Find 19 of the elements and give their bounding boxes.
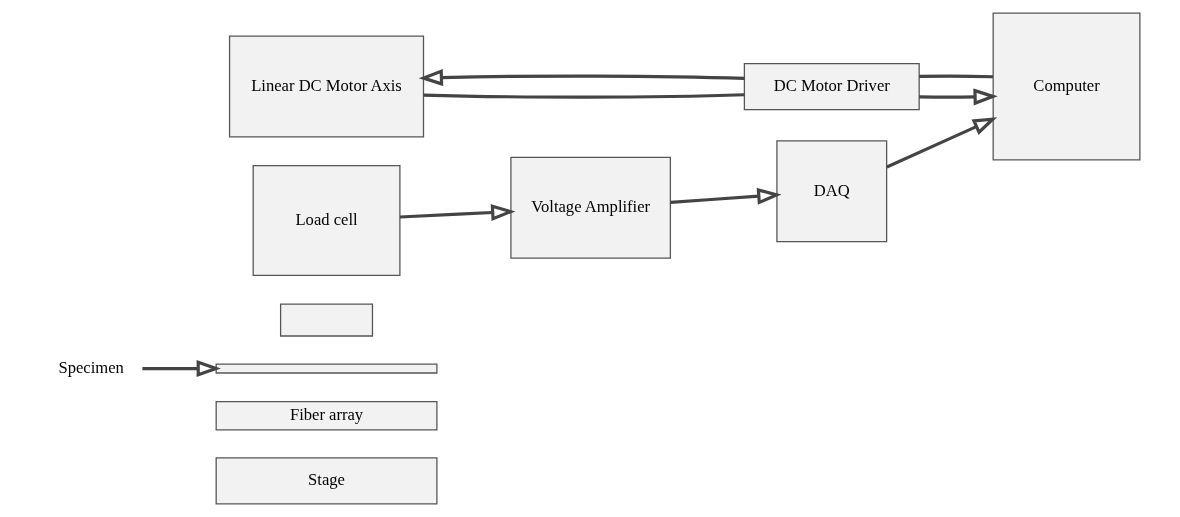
connector [423, 93, 745, 99]
arrow [919, 88, 998, 106]
arrow [418, 69, 745, 87]
node-text: Specimen [58, 357, 124, 377]
node-box: Linear DC Motor Axis [228, 35, 425, 138]
arrow [142, 360, 221, 378]
node-box: Voltage Amplifier [510, 156, 671, 259]
node-box: DAQ [776, 140, 888, 243]
node-bar [215, 363, 438, 374]
node-box: Stage [215, 457, 438, 505]
arrow [399, 204, 516, 222]
node-box: DC Motor Driver [743, 62, 920, 111]
node-box: Computer [992, 12, 1141, 161]
arrow [670, 187, 782, 205]
node-box [279, 303, 374, 337]
arrow [886, 117, 998, 169]
node-box: Fiber array [215, 401, 438, 431]
connector [919, 74, 993, 79]
node-box: Load cell [252, 165, 401, 277]
